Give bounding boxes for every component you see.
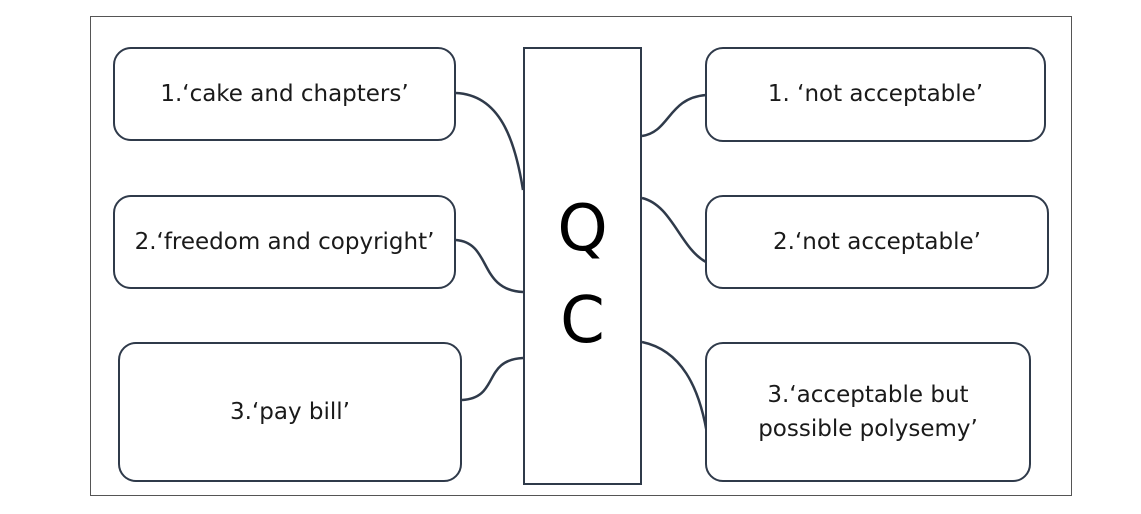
qc-letter-q: Q	[557, 192, 608, 266]
left-box-2-label: 2.‘freedom and copyright’	[134, 228, 435, 255]
connector-left-3	[461, 356, 524, 402]
connector-left-1	[455, 91, 525, 191]
left-box-3: 3.‘pay bill’	[118, 342, 462, 482]
diagram-frame	[90, 16, 1072, 496]
right-box-2: 2.‘not acceptable’	[705, 195, 1049, 289]
connector-right-3	[641, 340, 710, 441]
right-box-1: 1. ‘not acceptable’	[705, 47, 1046, 142]
right-box-3-label: 3.‘acceptable but possible polysemy’	[758, 381, 978, 443]
left-box-1: 1.‘cake and chapters’	[113, 47, 456, 141]
right-box-2-label: 2.‘not acceptable’	[773, 228, 981, 255]
right-box-3: 3.‘acceptable but possible polysemy’	[705, 342, 1031, 482]
left-box-3-label: 3.‘pay bill’	[230, 398, 350, 425]
left-box-2: 2.‘freedom and copyright’	[113, 195, 456, 289]
connector-right-2	[641, 196, 707, 264]
right-box-1-label: 1. ‘not acceptable’	[767, 81, 984, 108]
connector-right-1	[641, 93, 707, 138]
connector-left-2	[455, 238, 524, 294]
left-box-1-label: 1.‘cake and chapters’	[160, 80, 409, 107]
qc-box: Q C	[523, 47, 642, 485]
qc-letter-c: C	[560, 284, 605, 358]
